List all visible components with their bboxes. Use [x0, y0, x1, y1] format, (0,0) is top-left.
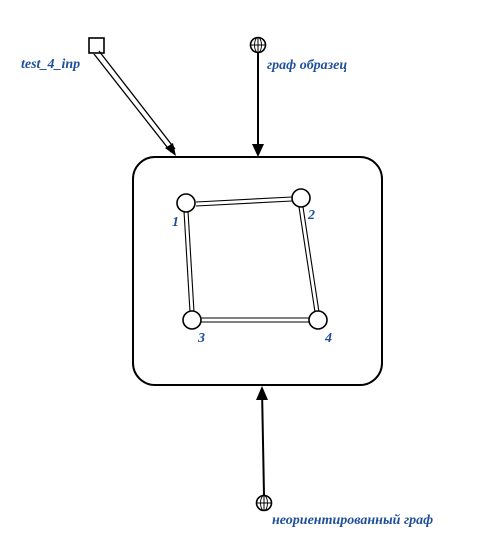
input-connection-arrow [93, 50, 176, 156]
sample-graph-label: граф образец [267, 58, 348, 73]
graph-node-1[interactable] [176, 193, 196, 213]
graph-edge-1-3 [183, 210, 195, 313]
node-label-3: 3 [198, 331, 205, 346]
undirected-graph-label: неориентированный граф [272, 513, 434, 528]
input-port-label: test_4_inp [21, 57, 81, 72]
graph-node-2[interactable] [291, 188, 311, 208]
globe-port-icon[interactable] [255, 494, 273, 512]
graph-container-box[interactable] [132, 156, 383, 386]
graph-edge-1-2 [195, 196, 293, 207]
graph-node-3[interactable] [182, 310, 202, 330]
undirected-graph-arrow [261, 388, 265, 496]
undirected-graph-arrowhead [256, 386, 268, 400]
graph-edge-2-4 [298, 206, 320, 313]
square-port-icon[interactable] [88, 37, 105, 54]
sample-graph-arrowhead [252, 144, 264, 157]
node-label-4: 4 [325, 331, 332, 346]
node-label-1: 1 [172, 215, 179, 230]
node-label-2: 2 [308, 208, 315, 223]
globe-port-icon[interactable] [249, 36, 267, 54]
graph-node-4[interactable] [308, 310, 328, 330]
graph-edge-3-4 [201, 317, 310, 323]
